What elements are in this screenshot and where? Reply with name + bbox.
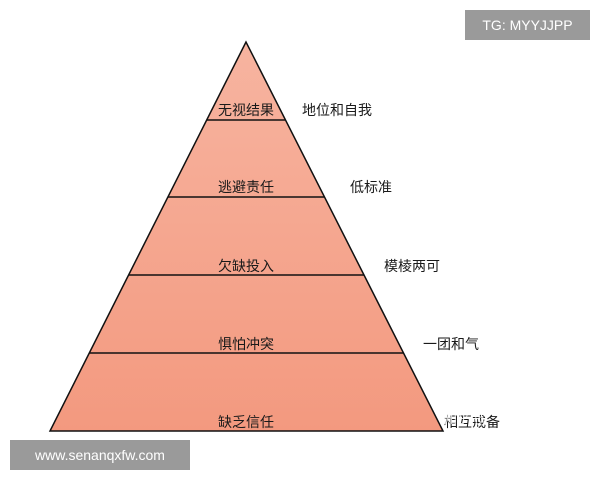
pyramid-triangle — [48, 40, 445, 432]
side-label-2: 低标准 — [350, 180, 392, 196]
layer-label-3: 欠缺投入 — [218, 259, 274, 275]
site-watermark-badge: www.senanqxfw.com — [10, 440, 190, 470]
layer-label-2: 逃避责任 — [218, 180, 274, 196]
tg-watermark-badge: TG: MYYJJPP — [465, 10, 590, 40]
side-label-1: 地位和自我 — [302, 103, 372, 119]
layer-label-4: 惧怕冲突 — [218, 337, 274, 353]
side-label-5: 相互戒备 — [444, 415, 500, 431]
layer-label-1: 无视结果 — [218, 103, 274, 119]
zhihu-watermark: 知乎 @ — [444, 412, 488, 427]
side-label-4: 一团和气 — [423, 337, 479, 353]
layer-label-5: 缺乏信任 — [218, 415, 274, 431]
side-label-3: 模棱两可 — [384, 259, 440, 275]
